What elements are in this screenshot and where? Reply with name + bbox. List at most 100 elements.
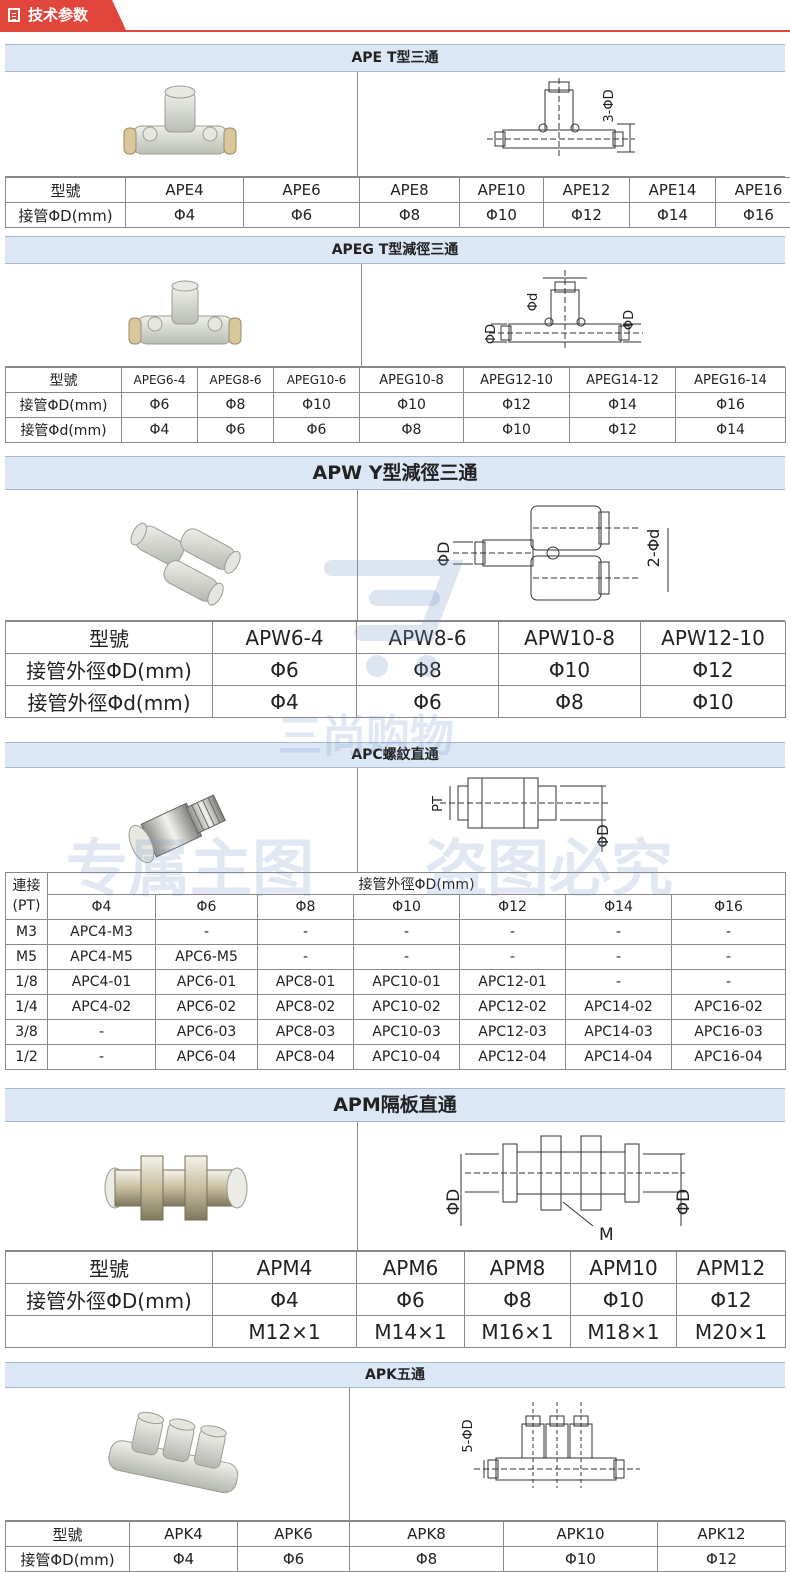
document-icon — [8, 8, 20, 22]
apc-figure: PT ΦD — [5, 768, 785, 872]
table-cell: M18×1 — [571, 1316, 677, 1348]
table-cell: Φ12 — [658, 1547, 786, 1572]
apm-photo — [101, 1138, 251, 1234]
table-cell: APC6-04 — [156, 1045, 258, 1070]
apc-dim-D: ΦD — [594, 824, 612, 847]
table-cell: Φ14 — [630, 203, 716, 228]
table-cell: Φ12 — [460, 895, 566, 920]
ape-figure: 3-ΦD — [5, 72, 785, 177]
apk-title: APK五通 — [5, 1362, 785, 1388]
apeg-dim-d: Φd — [526, 293, 541, 311]
header-tab: 技术参数 — [0, 0, 126, 30]
apeg-section: APEG T型減徑三通 — [5, 236, 785, 443]
table-cell: APK8 — [350, 1522, 504, 1547]
ape-drawing: 3-ΦD — [485, 76, 645, 172]
table-cell: 3/8 — [6, 1020, 48, 1045]
apc-row-header: 連接 (PT) 接管外徑ΦD(mm) — [6, 873, 786, 895]
table-cell: 1/4 — [6, 995, 48, 1020]
table-cell: 型號 — [6, 178, 126, 203]
table-cell: APE14 — [630, 178, 716, 203]
table-cell: APC10-03 — [354, 1020, 460, 1045]
table-cell: APC4-01 — [48, 970, 156, 995]
table-cell: APC14-03 — [566, 1020, 672, 1045]
apk-photo — [101, 1402, 251, 1506]
table-cell: APM8 — [465, 1252, 571, 1284]
table-cell: Φ8 — [465, 1284, 571, 1316]
table-cell: 接管外徑ΦD(mm) — [6, 654, 213, 686]
table-cell: APC4-M5 — [48, 945, 156, 970]
table-cell: Φ12 — [677, 1284, 786, 1316]
apw-dim-d: 2-Φd — [644, 529, 663, 568]
table-cell: APK10 — [504, 1522, 658, 1547]
apc-corner-cell: 連接 (PT) — [6, 873, 48, 920]
apc-photo — [115, 778, 245, 872]
table-cell: Φ8 — [360, 203, 460, 228]
table-cell: APC16-03 — [672, 1020, 786, 1045]
table-cell: APE10 — [460, 178, 544, 203]
table-cell: M5 — [6, 945, 48, 970]
table-cell: APC14-04 — [566, 1045, 672, 1070]
table-cell: 型號 — [6, 1252, 213, 1284]
table-cell: Φ16 — [716, 203, 790, 228]
apc-dim-pt: PT — [431, 796, 446, 812]
table-cell: - — [672, 970, 786, 995]
table-cell: Φ10 — [360, 393, 464, 418]
table-cell: APEG16-14 — [676, 368, 786, 393]
table-cell: - — [48, 1045, 156, 1070]
apm-dim-M: M — [599, 1225, 614, 1242]
table-cell: Φ4 — [213, 686, 357, 718]
table-cell: Φ12 — [544, 203, 630, 228]
table-cell: - — [460, 945, 566, 970]
table-cell: 接管外徑ΦD(mm) — [6, 1284, 213, 1316]
apk-figure: 5-ΦD — [5, 1388, 785, 1521]
apm-section: APM隔板直通 ΦD ΦD — [5, 1088, 785, 1348]
apc-title: APC螺紋直通 — [5, 742, 785, 768]
table-cell: Φ8 — [360, 418, 464, 443]
table-cell: APC14-02 — [566, 995, 672, 1020]
table-cell: APE8 — [360, 178, 460, 203]
table-cell: Φ10 — [499, 654, 641, 686]
table-cell: APE4 — [126, 178, 244, 203]
table-cell: Φ10 — [354, 895, 460, 920]
table-cell: APC4-M3 — [48, 920, 156, 945]
table-cell: M20×1 — [677, 1316, 786, 1348]
table-cell: Φ10 — [460, 203, 544, 228]
table-cell: APEG10-6 — [274, 368, 360, 393]
table-cell: APC8-02 — [258, 995, 354, 1020]
table-cell: APC8-03 — [258, 1020, 354, 1045]
table-cell — [6, 1316, 213, 1348]
table-cell: - — [566, 945, 672, 970]
table-cell: APC12-03 — [460, 1020, 566, 1045]
table-cell: Φ6 — [274, 418, 360, 443]
apm-drawing: ΦD ΦD M — [445, 1130, 705, 1242]
table-cell: APC8-01 — [258, 970, 354, 995]
table-cell: APC16-02 — [672, 995, 786, 1020]
table-cell: 接管ΦD(mm) — [6, 393, 122, 418]
ape-title: APE T型三通 — [5, 44, 785, 72]
table-cell: - — [156, 920, 258, 945]
table-cell: Φ14 — [566, 895, 672, 920]
table-cell: APW12-10 — [641, 622, 786, 654]
table-cell: - — [354, 920, 460, 945]
table-cell: APK6 — [238, 1522, 350, 1547]
apm-dim-D1: ΦD — [445, 1189, 464, 1215]
apk-dim-label: 5-ΦD — [461, 1419, 476, 1452]
ape-dim-label: 3-ΦD — [602, 89, 617, 122]
apeg-drawing: Φd ΦD ΦD — [483, 268, 653, 364]
apw-photo — [113, 502, 243, 610]
apm-title: APM隔板直通 — [5, 1088, 785, 1122]
table-cell: - — [258, 945, 354, 970]
